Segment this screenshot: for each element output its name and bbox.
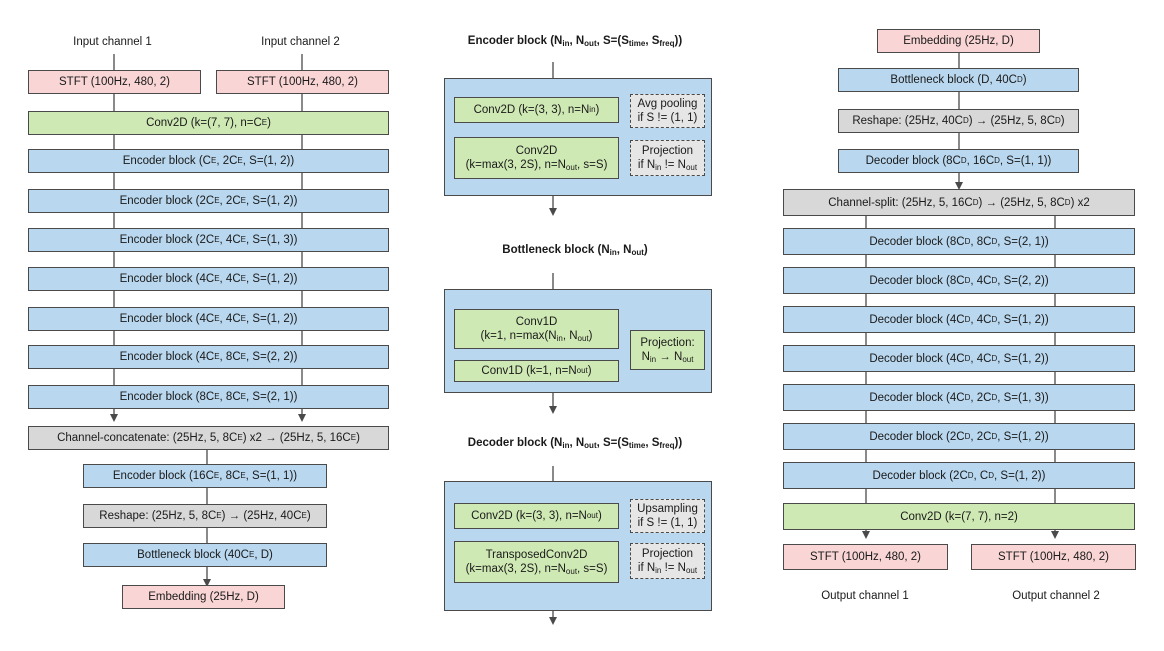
bottleneck-block-title: Bottleneck block (Nin, Nout) [502,244,648,257]
bn-projection-line2: Nin → Nout [641,351,694,364]
bn-conv1d-first-line2: (k=1, n=max(Nin, Nout) [480,330,593,343]
input-channel-1-label: Input channel 1 [73,36,152,48]
dec-transposed-conv2d-line1: TransposedConv2D [485,549,588,561]
decoder-block-title: Decoder block (Nin, Nout, S=(Stime, Sfre… [467,437,683,450]
dec-projection-line1: Projection [641,548,694,560]
dec-projection: Projection if Nin != Nout [630,543,705,579]
conv2d-output: Conv2D (k=(7, 7), n=2) [783,503,1135,530]
dec-upsampling: Upsampling if S != (1, 1) [630,499,705,533]
enc-conv2d-second-line2: (k=max(3, 2S), n=Nout, s=S) [465,159,608,172]
stft-output-1: STFT (100Hz, 480, 2) [783,544,948,570]
dec-transposed-conv2d-line2: (k=max(3, 2S), n=Nout, s=S) [465,563,608,576]
output-channel-2-label: Output channel 2 [1012,590,1100,602]
stft-input-2: STFT (100Hz, 480, 2) [216,70,389,94]
bn-projection: Projection: Nin → Nout [630,330,705,370]
enc-conv2d-second-line1: Conv2D [515,145,558,157]
enc-projection-line2: if Nin != Nout [637,159,698,172]
bn-conv1d-first: Conv1D (k=1, n=max(Nin, Nout) [454,309,619,349]
enc-conv2d-second: Conv2D (k=max(3, 2S), n=Nout, s=S) [454,137,619,179]
enc-projection-line1: Projection [641,145,694,157]
stft-output-2: STFT (100Hz, 480, 2) [971,544,1136,570]
embedding-input: Embedding (25Hz, D) [877,29,1040,53]
enc-avg-pooling-line1: Avg pooling [637,98,698,110]
output-channel-1-label: Output channel 1 [821,590,909,602]
bn-conv1d-first-line1: Conv1D [515,316,558,328]
dec-projection-line2: if Nin != Nout [637,562,698,575]
bn-projection-line1: Projection: [640,337,695,349]
stft-input-1: STFT (100Hz, 480, 2) [28,70,201,94]
enc-avg-pooling: Avg pooling if S != (1, 1) [630,94,705,128]
dec-transposed-conv2d: TransposedConv2D (k=max(3, 2S), n=Nout, … [454,541,619,583]
embedding-output: Embedding (25Hz, D) [122,585,285,609]
enc-projection: Projection if Nin != Nout [630,140,705,176]
encoder-block-title: Encoder block (Nin, Nout, S=(Stime, Sfre… [467,35,683,48]
input-channel-2-label: Input channel 2 [261,36,340,48]
dec-upsampling-line2: if S != (1, 1) [637,517,698,529]
dec-upsampling-line1: Upsampling [637,503,698,515]
enc-avg-pooling-line2: if S != (1, 1) [637,112,698,124]
